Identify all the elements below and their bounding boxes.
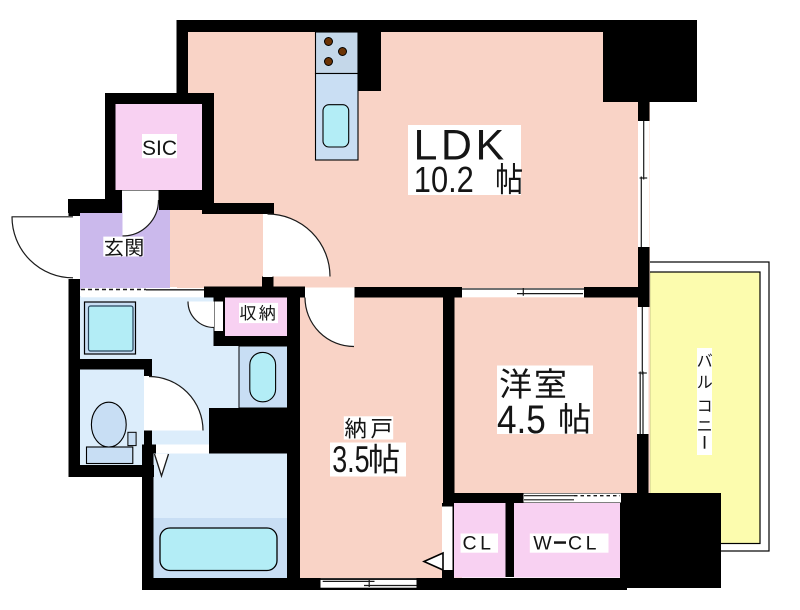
svg-text:W: W — [533, 533, 552, 555]
svg-text:4.5: 4.5 — [497, 398, 546, 442]
svg-text:LDK: LDK — [414, 122, 508, 170]
svg-text:SIC: SIC — [142, 137, 177, 160]
svg-text:CL: CL — [568, 533, 600, 555]
svg-text:10.2: 10.2 — [414, 159, 474, 200]
svg-text:CL: CL — [463, 533, 495, 555]
svg-text:3.5: 3.5 — [332, 438, 369, 480]
